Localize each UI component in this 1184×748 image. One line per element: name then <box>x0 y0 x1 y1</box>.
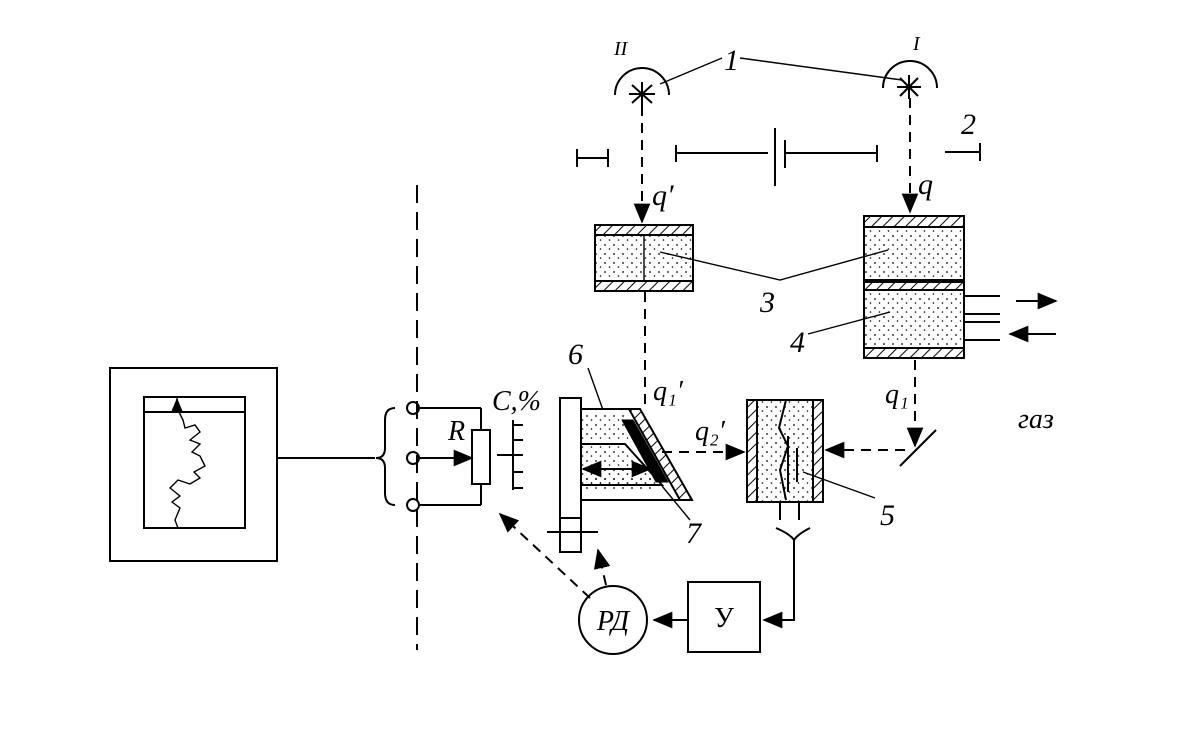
brace <box>375 407 396 506</box>
label-q: q <box>918 168 933 201</box>
label-5: 5 <box>880 499 895 532</box>
leader-line-6 <box>587 367 604 411</box>
working-cuvette <box>863 215 965 291</box>
star-icon <box>897 75 921 99</box>
concentration-scale <box>497 420 523 490</box>
leader-line-1a <box>659 57 723 85</box>
gas-chamber <box>863 289 1058 359</box>
label-source-II: II <box>613 38 629 60</box>
label-gas: газ <box>1018 404 1054 435</box>
label-source-I: I <box>912 33 921 55</box>
label-q1-prime: q₁′ <box>653 376 684 407</box>
wire-detector-to-amplifier <box>762 540 795 629</box>
label-3: 3 <box>759 286 775 319</box>
label-concentration: C,% <box>492 386 541 417</box>
motor-to-potentiometer-link <box>498 512 591 599</box>
reversible-motor <box>578 585 648 655</box>
light-source-I <box>882 60 938 99</box>
leader-line-3 <box>659 249 889 281</box>
label-2: 2 <box>961 108 976 141</box>
leader-line-7 <box>661 485 691 521</box>
label-resistor: R <box>447 416 465 447</box>
mirror <box>899 429 937 467</box>
label-reversible-motor: РД <box>596 606 631 637</box>
label-1: 1 <box>724 44 739 77</box>
amplifier-box <box>687 581 761 653</box>
receiver-detector <box>746 399 824 542</box>
leader-line-1b <box>739 57 903 81</box>
recorder-trace <box>168 397 206 529</box>
label-q2-prime: q₂′ <box>695 416 726 447</box>
star-icon <box>629 82 655 106</box>
label-amplifier: У <box>714 603 734 634</box>
label-q1: q₁ <box>885 379 909 410</box>
modulator-shutter <box>576 128 981 186</box>
compensating-wedge <box>547 397 694 553</box>
label-q-prime: q′ <box>652 179 674 212</box>
leader-line-5 <box>802 471 876 499</box>
light-source-II <box>614 67 670 106</box>
motor-to-wedge-link <box>593 548 611 586</box>
leader-line-4 <box>807 311 891 335</box>
label-4: 4 <box>790 326 805 359</box>
reference-cuvette <box>594 224 694 292</box>
recorder <box>109 367 278 562</box>
label-7: 7 <box>686 517 703 550</box>
label-6: 6 <box>568 338 583 371</box>
